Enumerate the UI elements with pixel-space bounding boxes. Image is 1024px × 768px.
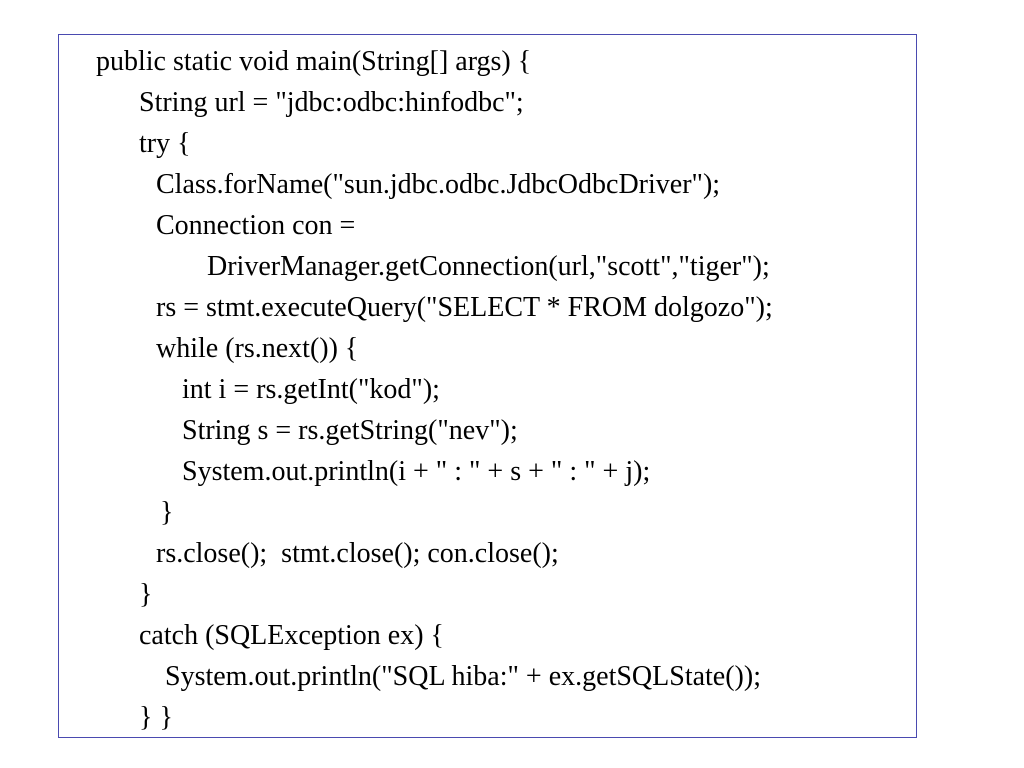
code-line-17: } } xyxy=(139,702,173,733)
code-line-8: while (rs.next()) { xyxy=(156,333,359,364)
code-line-3: try { xyxy=(139,128,191,159)
code-line-11: System.out.println(i + " : " + s + " : "… xyxy=(182,456,651,487)
code-line-10: String s = rs.getString("nev"); xyxy=(182,415,518,446)
code-line-16: System.out.println("SQL hiba:" + ex.getS… xyxy=(165,661,761,692)
code-line-1: public static void main(String[] args) { xyxy=(96,46,532,77)
code-line-15: catch (SQLException ex) { xyxy=(139,620,444,651)
code-line-6: DriverManager.getConnection(url,"scott",… xyxy=(207,251,770,282)
code-line-14: } xyxy=(139,579,153,610)
code-block: public static void main(String[] args) {… xyxy=(58,34,917,738)
code-line-4: Class.forName("sun.jdbc.odbc.JdbcOdbcDri… xyxy=(156,169,721,200)
code-line-7: rs = stmt.executeQuery("SELECT * FROM do… xyxy=(156,292,773,323)
code-line-5: Connection con = xyxy=(156,210,356,241)
code-line-12: } xyxy=(160,497,174,528)
code-line-9: int i = rs.getInt("kod"); xyxy=(182,374,440,405)
code-line-2: String url = "jdbc:odbc:hinfodbc"; xyxy=(139,87,524,118)
code-line-13: rs.close(); stmt.close(); con.close(); xyxy=(156,538,559,569)
